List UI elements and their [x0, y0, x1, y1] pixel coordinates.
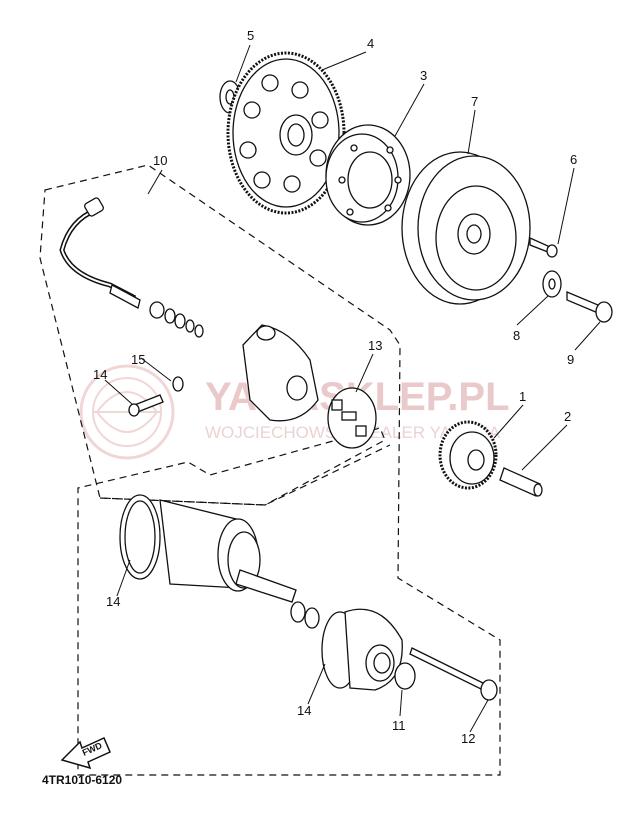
part-6-bolt [529, 236, 558, 258]
fwd-arrow-icon: FWD [60, 737, 111, 770]
part-4-starter-gear [226, 51, 346, 215]
part-11-o-ring [394, 662, 416, 690]
starter-end-cover [242, 324, 319, 422]
callout-11: 11 [392, 718, 406, 733]
diagram-code: 4TR1010-6120 [42, 773, 122, 787]
callout-2: 2 [564, 409, 571, 424]
part-2-shaft [499, 467, 543, 497]
callout-6: 6 [570, 152, 577, 167]
part-13-brush-holder [327, 387, 377, 449]
part-10-cable [59, 197, 204, 338]
starter-rear-cover [321, 608, 403, 691]
callout-12: 12 [461, 731, 475, 746]
callout-9: 9 [567, 352, 574, 367]
callout-8: 8 [513, 328, 520, 343]
part-3-starter-clutch [325, 124, 411, 226]
watermark-logo-icon [79, 364, 175, 460]
callout-16: 15 [131, 352, 145, 367]
callout-15: 14 [93, 367, 107, 382]
callout-14-yoke: 14 [106, 594, 120, 609]
part-9-flange-bolt [566, 291, 613, 323]
callout-13: 13 [368, 338, 382, 353]
brush-outline [99, 444, 391, 506]
part-15-screw [128, 394, 164, 417]
part-8-washer [542, 270, 562, 298]
callout-4: 4 [367, 36, 374, 51]
callout-14-cover: 14 [297, 703, 311, 718]
part-12-through-bolt [409, 647, 498, 701]
callout-5: 5 [247, 28, 254, 43]
starter-group-outline [39, 164, 501, 776]
part-1-idler-gear [438, 420, 498, 490]
callout-3: 3 [420, 68, 427, 83]
part-7-flywheel-rotor [401, 151, 531, 305]
starter-motor-yoke [119, 494, 297, 603]
callout-7: 7 [471, 94, 478, 109]
part-16-washer [172, 376, 184, 392]
callout-labels: 5 4 3 7 6 10 8 9 13 15 14 1 2 14 14 11 1… [93, 28, 577, 746]
callout-10: 10 [153, 153, 167, 168]
shaft-washers [290, 601, 320, 629]
callout-1: 1 [519, 389, 526, 404]
assembly-outlines [39, 164, 501, 776]
leader-lines [104, 44, 601, 733]
